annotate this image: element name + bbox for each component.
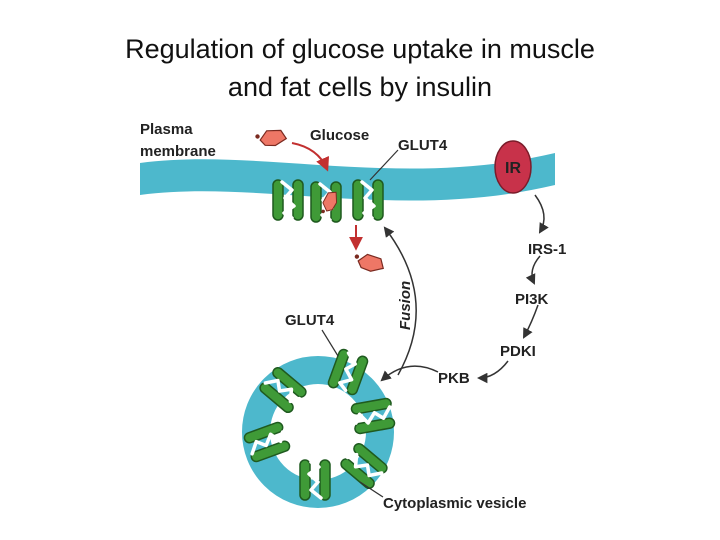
irs1-label: IRS-1 (528, 241, 566, 258)
glut4-transporter-icon (271, 178, 305, 222)
glut4-leader-line (369, 149, 399, 181)
glut4-transporter-icon (298, 458, 332, 502)
title-line-2: and fat cells by insulin (227, 72, 493, 102)
glucose-molecule-icon (352, 251, 386, 274)
page-title: Regulation of glucose uptake in muscle a… (0, 30, 720, 106)
glucose-entry-arrow (291, 142, 330, 172)
pdki-label: PDKI (500, 343, 536, 360)
pi3k-to-pdki-arrow (523, 304, 539, 339)
pkb-label: PKB (438, 370, 470, 387)
pkb-to-vesicle-arrow (380, 365, 439, 382)
cytoplasmic-vesicle-label: Cytoplasmic vesicle (383, 495, 526, 512)
glut4-vesicle-leader-line (321, 329, 339, 357)
glut4-vesicle-label: GLUT4 (285, 312, 335, 329)
irs1-to-pi3k-arrow (525, 255, 541, 285)
plasma-membrane-label-line-1: Plasma (140, 121, 193, 138)
insulin-receptor-icon (494, 140, 532, 194)
glut4-membrane-label: GLUT4 (398, 137, 448, 154)
ir-to-irs1-arrow (534, 194, 549, 234)
fusion-arrow (383, 226, 417, 376)
plasma-membrane (140, 153, 555, 201)
title-line-1: Regulation of glucose uptake in muscle (125, 34, 595, 64)
vesicle-leader-line (359, 481, 384, 498)
receptor-label: IR (505, 160, 521, 177)
plasma-membrane-label-line-2: membrane (140, 143, 216, 160)
pi3k-label: PI3K (515, 291, 549, 308)
glucose-label: Glucose (310, 127, 369, 144)
pdki-to-pkb-arrow (476, 360, 509, 384)
glut4-transporter-icon (351, 178, 385, 222)
glucose-molecule-icon (254, 127, 288, 150)
fusion-label: Fusion (397, 281, 414, 330)
